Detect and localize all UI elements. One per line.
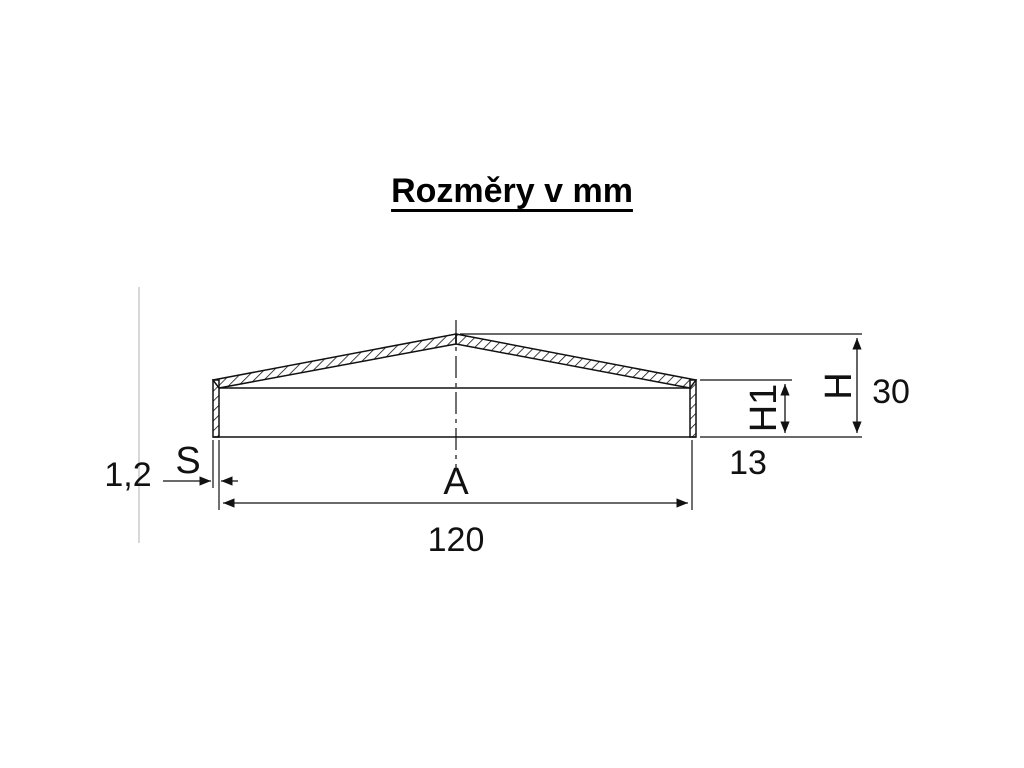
label-h1-value: 13 (729, 444, 767, 482)
cap-section (211, 333, 698, 438)
label-a-value: 120 (428, 521, 485, 559)
right-rim-wall (689, 379, 697, 438)
label-a-symbol: A (443, 461, 469, 503)
page-title: Rozměry v mm (391, 172, 633, 210)
left-roof-slope (211, 333, 457, 389)
label-h-value: 30 (872, 373, 910, 411)
label-h1-symbol: H1 (743, 384, 785, 433)
label-s-symbol: S (175, 440, 200, 482)
right-roof-slope (455, 333, 698, 389)
label-h-symbol: H (818, 372, 860, 399)
left-rim-wall (212, 379, 220, 438)
label-s-value: 1,2 (104, 456, 151, 494)
